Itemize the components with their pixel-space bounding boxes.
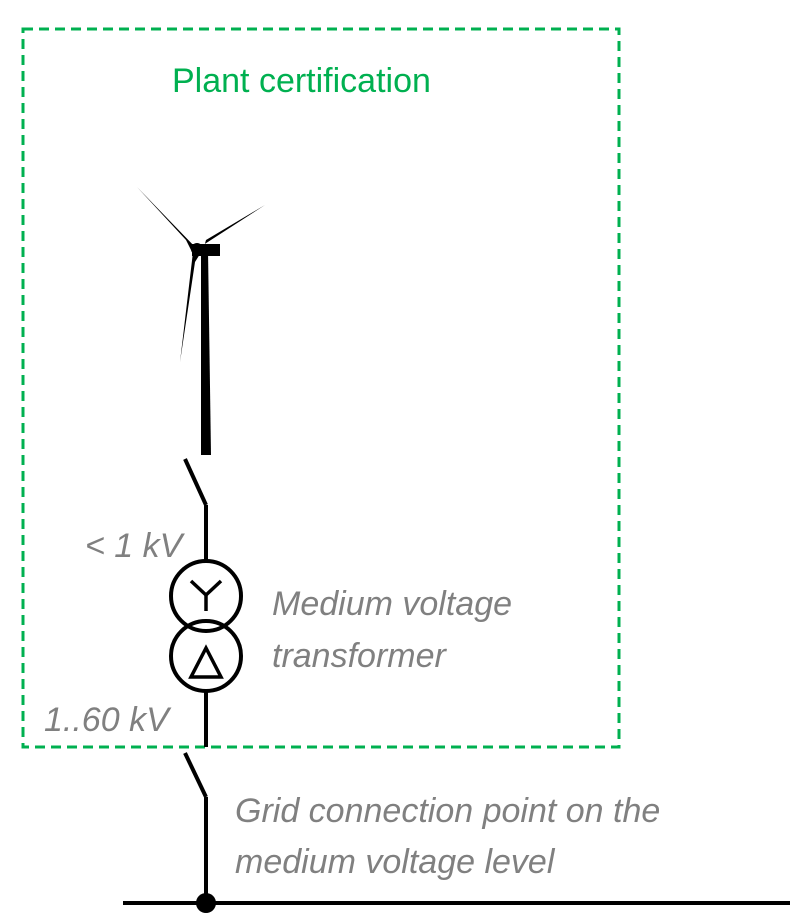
low-voltage-label: < 1 kV bbox=[85, 527, 186, 565]
grid-switch bbox=[183, 752, 208, 903]
transformer-label-line1: Medium voltage bbox=[272, 585, 512, 623]
node-dot-icon bbox=[196, 893, 216, 913]
wye-winding-icon bbox=[189, 579, 223, 611]
transformer-label-line2: transformer bbox=[272, 637, 447, 675]
plant-certification-boundary bbox=[21, 27, 621, 749]
turbine-switch bbox=[183, 458, 208, 562]
delta-winding-icon bbox=[188, 644, 224, 679]
medium-voltage-label: 1..60 kV bbox=[44, 701, 172, 739]
plant-certification-label: Plant certification bbox=[172, 62, 431, 100]
grid-connection-label-line1: Grid connection point on the bbox=[235, 792, 660, 830]
wind-turbine-icon bbox=[137, 187, 265, 455]
grid-connection-label-line2: medium voltage level bbox=[235, 843, 556, 881]
medium-voltage-transformer bbox=[169, 559, 243, 693]
